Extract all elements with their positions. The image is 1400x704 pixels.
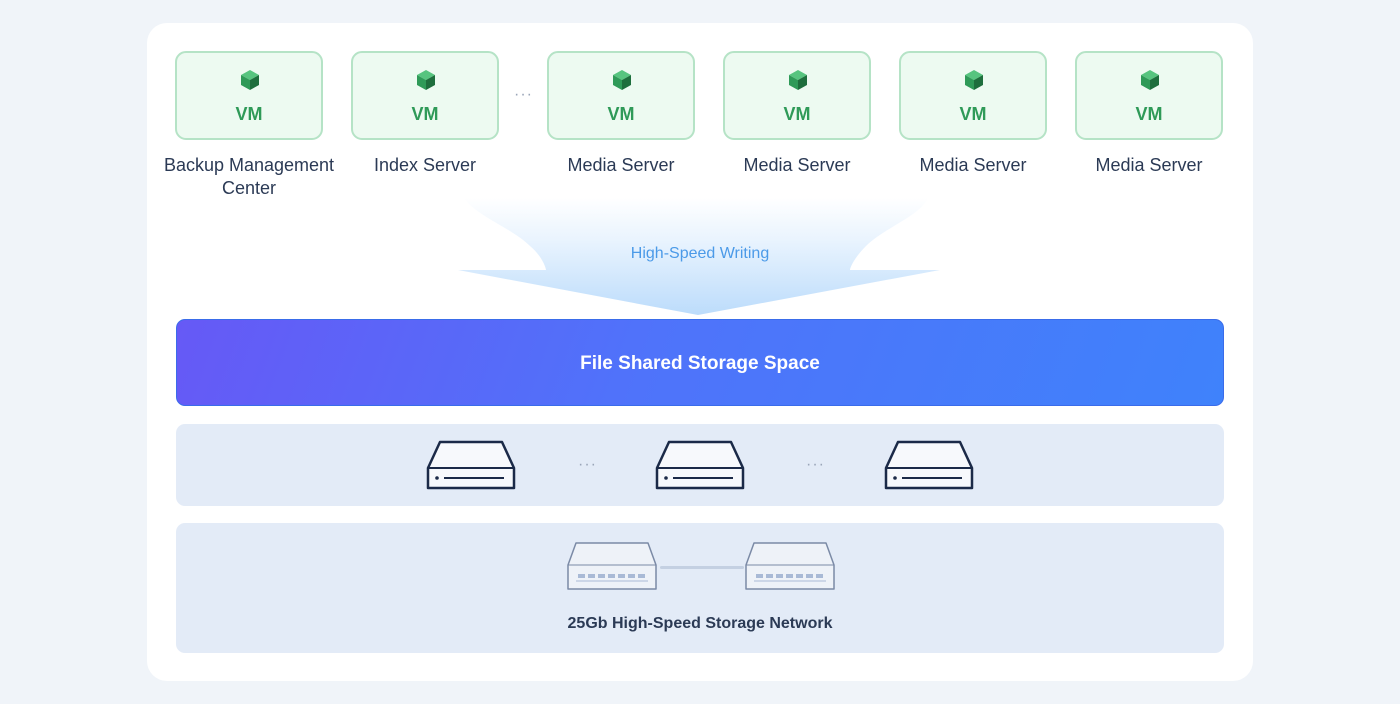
vm-ellipsis: ···: [514, 86, 533, 103]
storage-nodes-row: ··· ···: [176, 424, 1224, 506]
vm-label-media-server-1: Media Server: [567, 155, 675, 175]
cube-icon: [965, 70, 983, 90]
vm-badge: VM: [607, 104, 635, 124]
cube-icon: [613, 70, 631, 90]
file-shared-storage-space: File Shared Storage Space: [176, 319, 1224, 406]
network-label: 25Gb High-Speed Storage Network: [567, 615, 833, 632]
vm-label-media-server-3: Media Server: [919, 155, 1027, 175]
server-disk-icon: [655, 440, 745, 490]
server-disk-icon: [884, 440, 974, 490]
disk-ellipsis: ···: [806, 456, 825, 473]
vm-label-media-server-2: Media Server: [743, 155, 851, 175]
vm-box-media-server-1: VM: [547, 51, 695, 140]
cube-icon: [789, 70, 807, 90]
switch-link-line: [660, 566, 744, 569]
vm-box-backup-management: VM: [175, 51, 323, 140]
vm-badge: VM: [411, 104, 439, 124]
flow-label: High-Speed Writing: [630, 245, 770, 262]
vm-box-media-server-4: VM: [1075, 51, 1223, 140]
write-flow-funnel: [458, 198, 940, 315]
cube-icon: [241, 70, 259, 90]
disk-ellipsis: ···: [578, 456, 597, 473]
vm-badge: VM: [235, 104, 263, 124]
server-disk-icon: [426, 440, 516, 490]
cube-icon: [1141, 70, 1159, 90]
network-switch-icon: [567, 542, 657, 590]
cube-icon: [417, 70, 435, 90]
storage-network-row: 25Gb High-Speed Storage Network: [176, 523, 1224, 653]
vm-badge: VM: [959, 104, 987, 124]
network-switch-icon: [745, 542, 835, 590]
vm-label-backup-management: Backup Management Center: [163, 155, 335, 198]
vm-label-media-server-4: Media Server: [1095, 155, 1203, 175]
vm-box-index-server: VM: [351, 51, 499, 140]
vm-badge: VM: [1135, 104, 1163, 124]
vm-box-media-server-2: VM: [723, 51, 871, 140]
vm-badge: VM: [783, 104, 811, 124]
vm-label-index-server: Index Server: [373, 155, 477, 175]
vm-box-media-server-3: VM: [899, 51, 1047, 140]
storage-title: File Shared Storage Space: [580, 353, 820, 374]
